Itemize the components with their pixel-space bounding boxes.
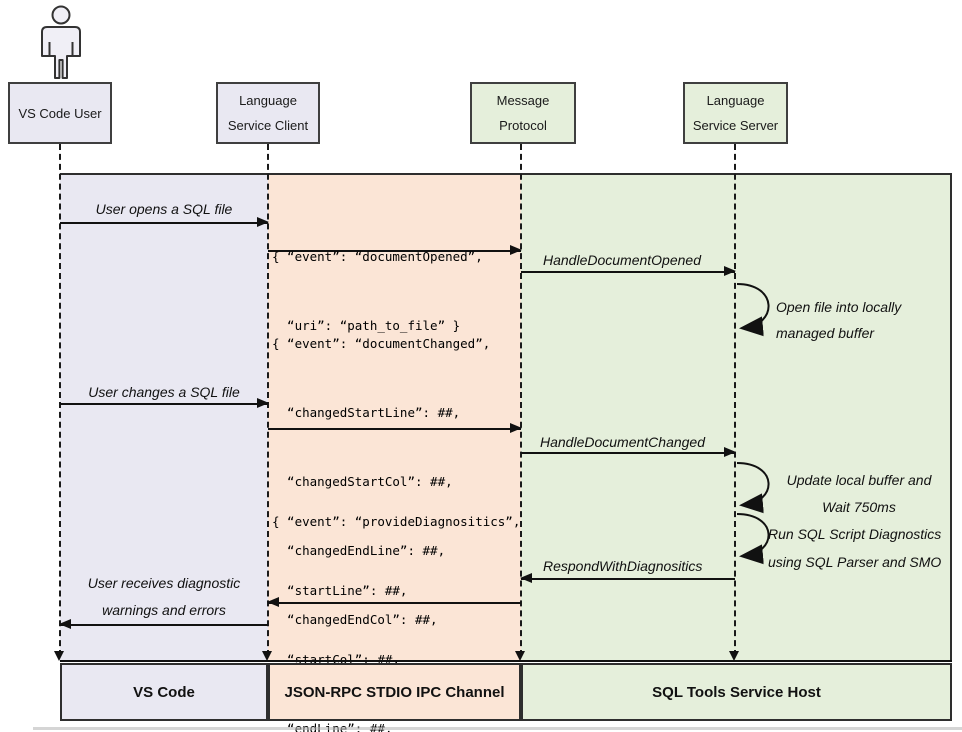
lifeline-user — [59, 144, 61, 656]
note-line: Wait 750ms — [822, 499, 896, 515]
actor-label: Language — [706, 93, 765, 108]
label-handle-document-changed: HandleDocumentChanged — [540, 434, 705, 450]
down-arrow-client — [262, 651, 272, 661]
lifeline-server — [734, 144, 736, 656]
arrow-handle-document-changed — [521, 447, 736, 457]
payload-document-opened: { “event”: “documentOpened”, “uri”: “pat… — [272, 199, 483, 383]
label-handle-document-opened: HandleDocumentOpened — [543, 252, 701, 268]
actor-box-language-service-client: Language Service Client — [216, 82, 320, 144]
down-arrow-user — [54, 651, 64, 661]
lane-vscode — [60, 175, 268, 661]
actor-label: Language — [239, 93, 297, 108]
payload-line: “changedStartCol”: ##, — [272, 474, 453, 489]
payload-line: { “event”: “provideDiagnositics”, — [272, 514, 521, 529]
arrow-user-receives — [59, 619, 268, 629]
label-user-receives: User receives diagnostic warnings and er… — [60, 570, 268, 624]
label-respond-with-diagnostics: RespondWithDiagnositics — [543, 558, 703, 574]
label-line: User receives diagnostic — [87, 575, 241, 591]
note-run-diagnostics: Run SQL Script Diagnostics using SQL Par… — [768, 520, 941, 576]
actor-label: Protocol — [499, 118, 547, 133]
arrow-user-changes — [60, 398, 269, 408]
lane-ipc-channel — [268, 175, 521, 661]
note-line: using SQL Parser and SMO — [768, 554, 942, 570]
footer-box-ipc-channel: JSON-RPC STDIO IPC Channel — [268, 663, 521, 721]
label-line: warnings and errors — [102, 602, 226, 618]
note-line: managed buffer — [776, 325, 875, 341]
actor-label: VS Code User — [18, 105, 102, 121]
footer-box-vs-code: VS Code — [60, 663, 268, 721]
actor-label: Service Server — [692, 118, 779, 133]
arrow-user-opens — [60, 217, 269, 227]
payload-line: “uri”: “path_to_file” } — [272, 318, 461, 333]
lifeline-protocol — [520, 144, 522, 656]
down-arrow-server — [729, 651, 739, 661]
note-open-file: Open file into locally managed buffer — [776, 294, 901, 346]
payload-line: “startLine”: ##, — [272, 583, 408, 598]
lanes-right-border — [950, 175, 952, 662]
down-arrow-protocol — [515, 651, 525, 661]
user-actor-icon — [41, 5, 81, 79]
label-user-changes: User changes a SQL file — [88, 384, 240, 400]
lane-service-host — [521, 175, 952, 661]
note-line: Run SQL Script Diagnostics — [768, 526, 942, 542]
arrow-diagnostics-to-client — [267, 597, 521, 607]
payload-line: “changedEndCol”: ##, — [272, 612, 438, 627]
label-user-opens: User opens a SQL file — [95, 201, 233, 217]
payload-line: “changedEndLine”: ##, — [272, 543, 446, 558]
payload-line: { “event”: “documentChanged”, — [272, 336, 491, 351]
footer-label: JSON-RPC STDIO IPC Channel — [284, 683, 505, 701]
note-line: Open file into locally — [776, 299, 902, 315]
footer-box-service-host: SQL Tools Service Host — [521, 663, 952, 721]
footer-label: SQL Tools Service Host — [652, 683, 821, 701]
note-line: Update local buffer and — [786, 472, 932, 488]
note-update-buffer: Update local buffer and Wait 750ms — [770, 467, 948, 521]
payload-line: “endLine”: ##, — [272, 721, 393, 732]
lanes-top-border — [60, 173, 952, 175]
arrow-document-opened — [268, 245, 522, 255]
bottom-rule — [60, 660, 952, 662]
actor-box-vs-code-user: VS Code User — [8, 82, 112, 144]
arrow-handle-document-opened — [521, 266, 736, 276]
payload-line: { “event”: “documentOpened”, — [272, 249, 483, 264]
arrow-respond-with-diagnostics — [520, 573, 735, 583]
footer-label: VS Code — [133, 683, 195, 701]
actor-box-language-service-server: Language Service Server — [683, 82, 788, 144]
payload-line: “changedStartLine”: ##, — [272, 405, 461, 420]
arrow-document-changed — [268, 423, 522, 433]
actor-label: Message — [496, 93, 550, 108]
page-bottom-rule — [33, 727, 962, 730]
actor-label: Service Client — [227, 118, 309, 133]
actor-box-message-protocol: Message Protocol — [470, 82, 576, 144]
